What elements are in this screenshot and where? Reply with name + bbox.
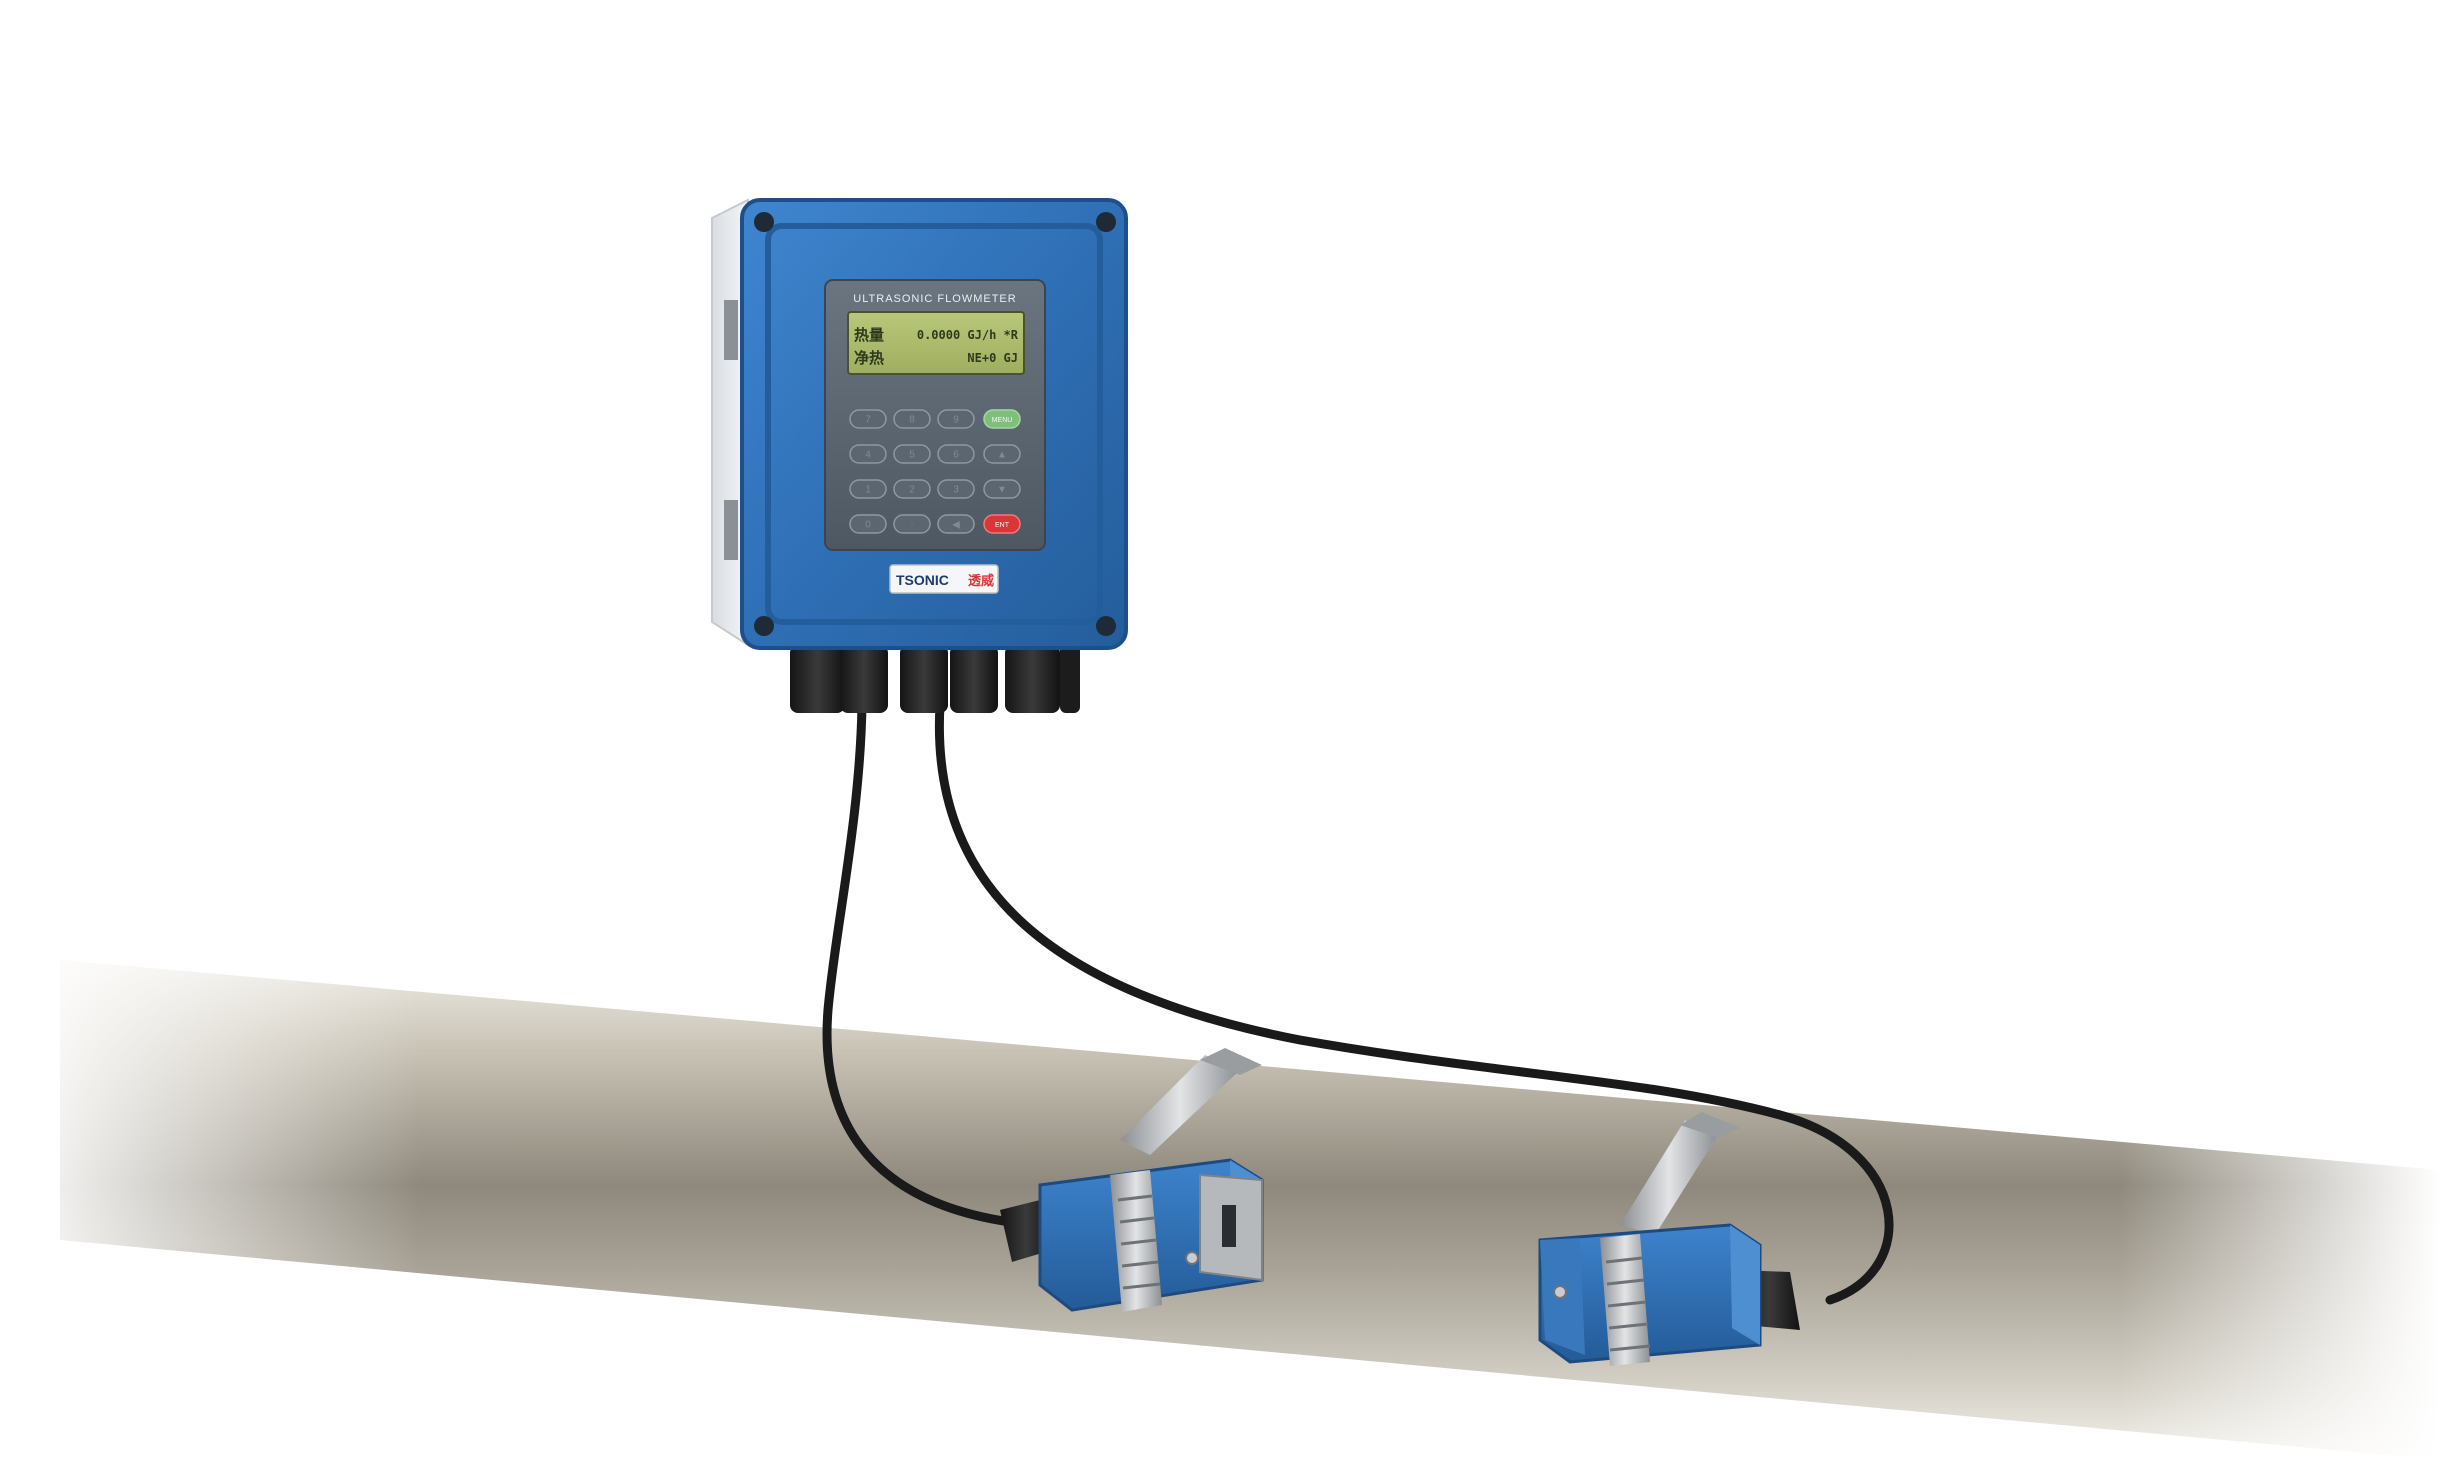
arrow-down-icon: ▼ bbox=[997, 485, 1007, 496]
key-2-label: 2 bbox=[909, 485, 915, 496]
key-7[interactable] bbox=[849, 409, 887, 429]
key-4[interactable] bbox=[849, 444, 887, 464]
arrow-up-icon: ▲ bbox=[997, 450, 1007, 461]
key-3-label: 3 bbox=[953, 485, 959, 496]
flowmeter-transmitter: ULTRASONIC FLOWMETER 热量 0.0000 GJ/h *R 净… bbox=[711, 198, 1128, 650]
screw-icon bbox=[1096, 212, 1116, 232]
brand-name: TSONIC bbox=[896, 572, 949, 588]
key-dot-label: · bbox=[910, 520, 913, 531]
transducer-right bbox=[1538, 1112, 1800, 1366]
screw-icon bbox=[1185, 1251, 1199, 1265]
screw-icon bbox=[754, 212, 774, 232]
sensor-cables bbox=[822, 700, 1894, 1305]
key-8-label: 8 bbox=[909, 415, 915, 426]
screw-icon bbox=[1553, 1285, 1567, 1299]
screw-icon bbox=[1096, 616, 1116, 636]
key-5[interactable] bbox=[893, 444, 931, 464]
key-menu-label: MENU bbox=[992, 417, 1013, 424]
key-up[interactable] bbox=[983, 444, 1021, 464]
key-ent-label: ENT bbox=[995, 522, 1010, 529]
key-1-label: 1 bbox=[865, 485, 871, 496]
lcd-line2-label: 净热 bbox=[854, 349, 884, 367]
key-5-label: 5 bbox=[909, 450, 915, 461]
transducer-left bbox=[1000, 1048, 1264, 1312]
key-down[interactable] bbox=[983, 479, 1021, 499]
key-left[interactable] bbox=[937, 514, 975, 534]
lcd-line2-value: NE+0 GJ bbox=[967, 351, 1018, 365]
key-3[interactable] bbox=[937, 479, 975, 499]
key-7-label: 7 bbox=[865, 415, 871, 426]
keypad: 7 8 9 MENU 4 5 6 ▲ 1 2 3 ▼ bbox=[849, 409, 1021, 534]
brand-chinese: 透威 bbox=[968, 573, 994, 588]
key-6[interactable] bbox=[937, 444, 975, 464]
key-ent[interactable] bbox=[983, 514, 1021, 534]
key-1[interactable] bbox=[849, 479, 887, 499]
screw-icon bbox=[754, 616, 774, 636]
lcd-line1-value: 0.0000 GJ/h *R bbox=[917, 328, 1019, 342]
key-8[interactable] bbox=[893, 409, 931, 429]
key-9[interactable] bbox=[937, 409, 975, 429]
key-menu[interactable] bbox=[983, 409, 1021, 429]
panel-title: ULTRASONIC FLOWMETER bbox=[853, 293, 1016, 305]
key-9-label: 9 bbox=[953, 415, 959, 426]
key-4-label: 4 bbox=[865, 450, 871, 461]
cable-glands bbox=[790, 645, 1080, 713]
arrow-left-icon: ◀ bbox=[952, 520, 960, 531]
key-2[interactable] bbox=[893, 479, 931, 499]
key-0-label: 0 bbox=[865, 520, 871, 531]
lcd-line1-label: 热量 bbox=[854, 326, 884, 344]
brand-plate bbox=[889, 564, 999, 594]
key-6-label: 6 bbox=[953, 450, 959, 461]
key-0[interactable] bbox=[849, 514, 887, 534]
key-dot[interactable] bbox=[893, 514, 931, 534]
lcd-display bbox=[847, 311, 1025, 375]
